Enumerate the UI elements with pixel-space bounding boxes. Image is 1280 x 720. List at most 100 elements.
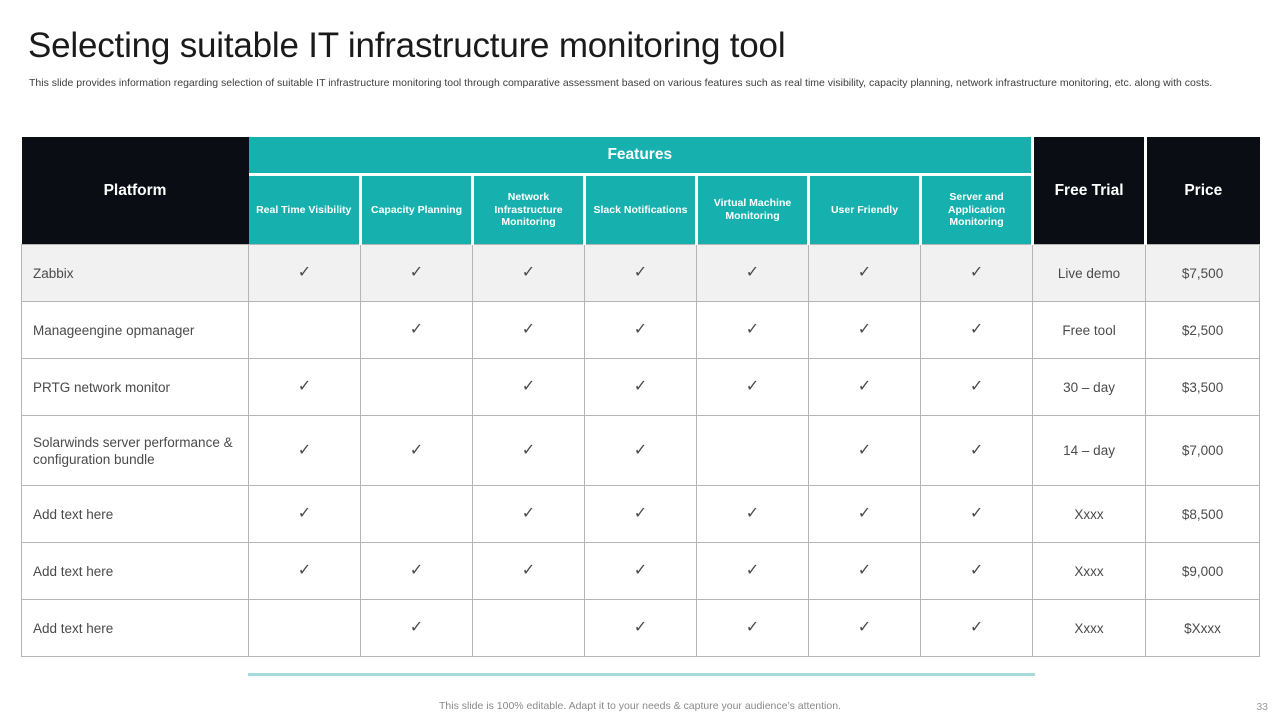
cell-feature-0: ✓ (248, 244, 361, 302)
check-icon: ✓ (969, 378, 984, 395)
cell-feature-1: ✓ (360, 599, 473, 657)
cell-free-trial: Xxxx (1032, 542, 1147, 600)
cell-feature-3: ✓ (584, 485, 697, 543)
column-header-user-friendly: User Friendly (807, 174, 922, 245)
cell-feature-4: ✓ (696, 244, 809, 302)
cell-feature-3: ✓ (584, 542, 697, 600)
cell-feature-4: ✓ (696, 358, 809, 416)
cell-feature-3: ✓ (584, 599, 697, 657)
check-icon: ✓ (409, 321, 424, 338)
cell-feature-0: ✓ (248, 485, 361, 543)
cell-feature-2: ✓ (472, 244, 585, 302)
check-icon: ✓ (969, 264, 984, 281)
cell-price: $7,500 (1145, 244, 1261, 302)
check-icon: ✓ (633, 321, 648, 338)
check-icon: ✓ (857, 562, 872, 579)
cell-feature-4: ✓ (696, 599, 809, 657)
cell-platform-name: Manageengine opmanager (21, 301, 249, 359)
cell-feature-1 (360, 485, 473, 543)
column-header-virtual-machine-monitoring: Virtual Machine Monitoring (695, 174, 810, 245)
cell-feature-4: ✓ (696, 301, 809, 359)
check-icon: ✓ (521, 378, 536, 395)
cell-free-trial: 14 – day (1032, 415, 1147, 486)
cell-price: $Xxxx (1145, 599, 1261, 657)
cell-feature-6: ✓ (919, 415, 1034, 486)
check-icon: ✓ (857, 321, 872, 338)
check-icon: ✓ (857, 264, 872, 281)
table-row: Add text here✓✓✓✓✓✓✓Xxxx$9,000 (21, 542, 1261, 600)
cell-feature-5: ✓ (808, 244, 921, 302)
footer-note: This slide is 100% editable. Adapt it to… (439, 700, 841, 712)
check-icon: ✓ (969, 619, 984, 636)
table-row: Manageengine opmanager✓✓✓✓✓✓Free tool$2,… (21, 301, 1261, 359)
check-icon: ✓ (857, 619, 872, 636)
check-icon: ✓ (633, 505, 648, 522)
check-icon: ✓ (633, 619, 648, 636)
table-head-row-features: Real Time Visibility Capacity Planning N… (22, 174, 1260, 245)
cell-platform-name: Zabbix (21, 244, 249, 302)
cell-feature-5: ✓ (808, 301, 921, 359)
cell-feature-0: ✓ (248, 542, 361, 600)
check-icon: ✓ (297, 562, 312, 579)
cell-feature-2 (472, 599, 585, 657)
cell-price: $7,000 (1145, 415, 1261, 486)
column-header-server-and-application-monitoring: Server and Application Monitoring (918, 174, 1033, 245)
cell-price: $8,500 (1145, 485, 1261, 543)
cell-feature-2: ✓ (472, 542, 585, 600)
cell-feature-5: ✓ (808, 485, 921, 543)
page-number: 33 (1256, 701, 1268, 713)
cell-price: $2,500 (1145, 301, 1261, 359)
cell-feature-3: ✓ (584, 244, 697, 302)
cell-platform-name: Add text here (21, 599, 249, 657)
check-icon: ✓ (521, 321, 536, 338)
check-icon: ✓ (521, 562, 536, 579)
table-head-row-groups: Platform Features Free Trial Price (21, 137, 1260, 245)
table-head: Platform Features Free Trial Price Real … (21, 137, 1260, 245)
cell-feature-2: ✓ (472, 485, 585, 543)
cell-feature-6: ✓ (919, 485, 1034, 543)
check-icon: ✓ (633, 378, 648, 395)
cell-feature-4: ✓ (696, 485, 809, 543)
column-header-free-trial: Free Trial (1031, 137, 1148, 245)
cell-platform-name: Solarwinds server performance & configur… (21, 415, 249, 486)
cell-feature-2: ✓ (472, 301, 585, 359)
cell-feature-5: ✓ (808, 358, 921, 416)
check-icon: ✓ (745, 264, 760, 281)
cell-feature-3: ✓ (584, 301, 697, 359)
cell-feature-0: ✓ (248, 415, 361, 486)
table-row: PRTG network monitor✓✓✓✓✓✓30 – day$3,500 (21, 358, 1261, 416)
cell-feature-1: ✓ (360, 301, 473, 359)
cell-feature-2: ✓ (472, 415, 585, 486)
cell-feature-1: ✓ (360, 244, 473, 302)
check-icon: ✓ (969, 505, 984, 522)
table-row: Solarwinds server performance & configur… (21, 415, 1261, 486)
column-header-slack-notifications: Slack Notifications (583, 174, 698, 245)
check-icon: ✓ (857, 441, 872, 459)
column-header-network-infrastructure-monitoring: Network Infrastructure Monitoring (471, 174, 586, 245)
cell-feature-6: ✓ (919, 599, 1034, 657)
check-icon: ✓ (745, 562, 760, 579)
check-icon: ✓ (969, 562, 984, 579)
cell-feature-4: ✓ (696, 542, 809, 600)
cell-feature-5: ✓ (808, 542, 921, 600)
cell-platform-name: PRTG network monitor (21, 358, 249, 416)
page-title: Selecting suitable IT infrastructure mon… (28, 26, 786, 65)
cell-feature-3: ✓ (584, 415, 697, 486)
cell-feature-0 (248, 301, 361, 359)
column-header-platform: Platform (21, 137, 249, 245)
check-icon: ✓ (745, 505, 760, 522)
cell-price: $3,500 (1145, 358, 1261, 416)
cell-feature-5: ✓ (808, 599, 921, 657)
cell-feature-2: ✓ (472, 358, 585, 416)
cell-feature-6: ✓ (919, 358, 1034, 416)
check-icon: ✓ (297, 378, 312, 395)
column-header-price: Price (1145, 137, 1260, 245)
cell-feature-6: ✓ (919, 301, 1034, 359)
column-group-header-features: Features (248, 137, 1033, 176)
check-icon: ✓ (857, 505, 872, 522)
column-header-real-time-visibility: Real Time Visibility (248, 174, 362, 245)
check-icon: ✓ (969, 441, 984, 459)
check-icon: ✓ (857, 378, 872, 395)
cell-feature-1: ✓ (360, 415, 473, 486)
